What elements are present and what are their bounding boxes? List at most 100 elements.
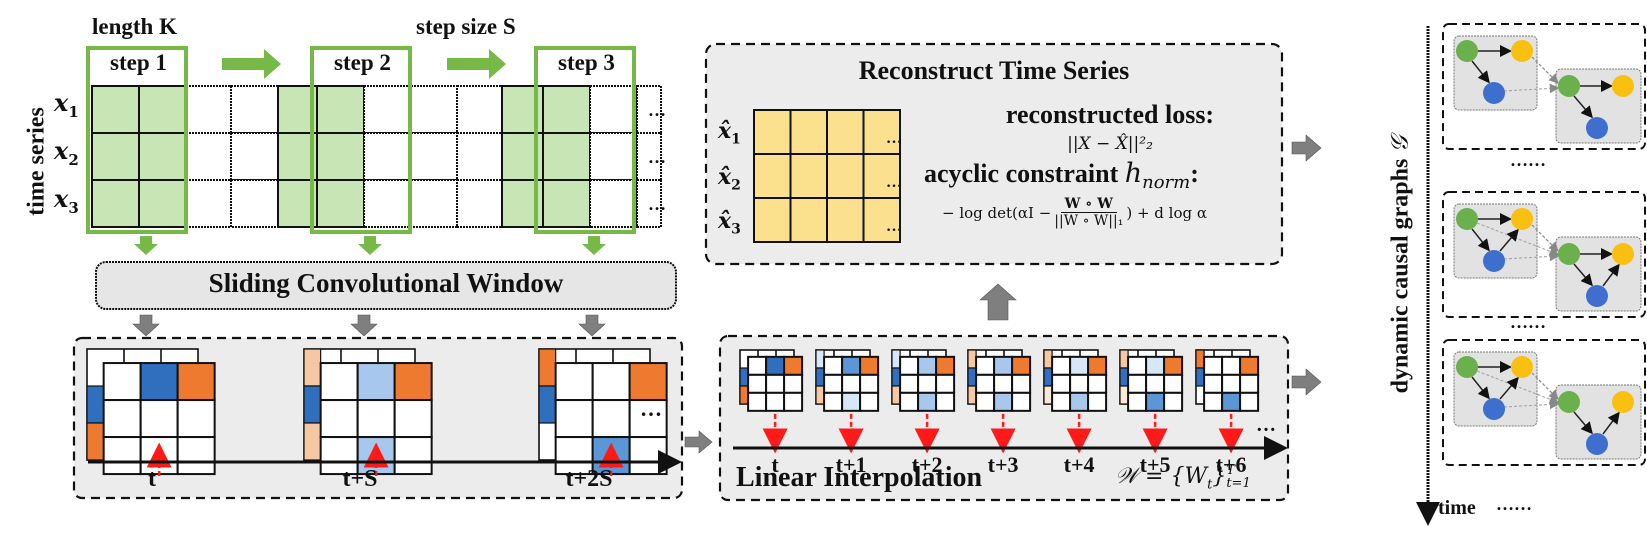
- conv-matrix-0-cell: [176, 436, 216, 476]
- series-label-x3: x3: [54, 184, 79, 217]
- conv-matrix-1-cell: [356, 362, 396, 402]
- input-cell: [138, 179, 187, 228]
- input-cell: [138, 132, 187, 181]
- interp-time-label: t+4: [1063, 452, 1095, 477]
- conv-matrix-2-cell: [554, 362, 594, 402]
- conv-matrix-1-cell: [393, 399, 433, 439]
- input-cell: [316, 132, 365, 181]
- interp-matrix-4-cell: [1051, 391, 1072, 412]
- step-2-label: step 2: [334, 50, 391, 75]
- interp-matrix-0-cell: [765, 355, 786, 376]
- interp-matrix-6-cell: [1239, 373, 1260, 394]
- conv-matrix-1-back-cell: [303, 385, 322, 424]
- interp-matrix-6-cell: [1203, 373, 1224, 394]
- gray-arrow-up-icon: [979, 283, 1017, 321]
- interp-matrix-0-cell: [747, 391, 768, 412]
- constraint-formula: − log det(αI − W ∘ W ||W ∘ W||₁ ) + d lo…: [942, 196, 1207, 229]
- interp-matrix-2-cell: [917, 355, 938, 376]
- length-k-label: length K: [92, 14, 177, 39]
- conv-matrix-0-cell: [139, 399, 179, 439]
- conv-time-label-t: t: [148, 466, 156, 492]
- interp-matrix-1-cell: [859, 355, 880, 376]
- conv-time-label-t-plus-2s: t+2S: [565, 466, 613, 492]
- interp-matrix-6-cell: [1239, 391, 1260, 412]
- node-yellow: [1511, 356, 1533, 378]
- time-label: time: [1438, 497, 1476, 519]
- node-green: [1456, 40, 1478, 62]
- input-cell: [456, 85, 503, 134]
- conv-matrix-0-cell: [102, 436, 142, 476]
- temporal-edge: [1503, 83, 1560, 94]
- interp-matrix-1-cell: [859, 373, 880, 394]
- temporal-edge: [1503, 399, 1560, 410]
- recon-cell: [862, 109, 901, 155]
- temporal-edge: [1503, 251, 1560, 262]
- interp-matrix-4-cell: [1069, 391, 1090, 412]
- gray-arrow-down-icon: [578, 314, 606, 337]
- causal-graphs-vertical-label: dynamic causal graphs 𝒢: [1385, 135, 1414, 394]
- window-frame-step-3: [534, 46, 636, 234]
- conv-matrix-0-cell: [139, 362, 179, 402]
- causal-edge: [1573, 95, 1593, 119]
- gray-arrow-right-icon: [1291, 134, 1322, 162]
- recon-cell: [789, 197, 828, 243]
- recon-cell: [826, 109, 865, 155]
- interp-time-label: t+2: [911, 452, 943, 477]
- green-arrow-right-icon: [222, 49, 281, 79]
- step-1-label: step 1: [110, 50, 167, 75]
- loss-label: reconstructed loss:: [1005, 100, 1215, 129]
- recon-ellipsis-1: …: [886, 130, 902, 147]
- causal-edge: [1471, 228, 1490, 252]
- input-cell: [410, 85, 458, 134]
- node-yellow: [1612, 75, 1634, 97]
- interp-matrix-5-back-cell: [1119, 367, 1129, 387]
- interp-matrix-1-cell: [841, 373, 862, 394]
- input-cell: [363, 179, 412, 228]
- gray-arrow-right-icon: [684, 430, 713, 454]
- interp-matrix-5-cell: [1145, 391, 1166, 412]
- interp-matrix-4-cell: [1051, 355, 1072, 376]
- interp-matrix-1-back-cell: [815, 349, 825, 369]
- conv-matrix-1-cell: [319, 362, 359, 402]
- reconstruct-grid: [753, 109, 901, 243]
- input-cell: [230, 179, 279, 228]
- node-green: [1558, 391, 1580, 413]
- interp-matrix-3-cell: [993, 391, 1014, 412]
- input-cell: [316, 179, 365, 228]
- interp-matrix-3-back-cell: [967, 367, 977, 387]
- sliding-window-title: Sliding Convolutional Window: [208, 268, 564, 298]
- series-label-x2: x2: [54, 136, 79, 169]
- interp-matrix-0-cell: [783, 355, 804, 376]
- interp-matrix-3-cell: [975, 355, 996, 376]
- temporal-edge: [1531, 372, 1559, 400]
- conv-ellipsis: …: [640, 396, 662, 421]
- input-cell: [316, 85, 365, 134]
- interp-matrix-5-cell: [1163, 373, 1184, 394]
- graph-dots-2: ……: [1510, 312, 1546, 332]
- input-cell: [589, 85, 638, 134]
- constraint-label: acyclic constraint hnorm:: [924, 158, 1199, 194]
- window-frame-step-1: [86, 46, 188, 234]
- input-ellipsis-1: …: [648, 100, 666, 120]
- green-arrow-down-icon: [582, 236, 606, 255]
- conv-matrix-1-cell: [319, 436, 359, 476]
- node-yellow: [1612, 243, 1634, 265]
- interp-matrix-0-cell: [783, 391, 804, 412]
- interp-time-label: t+1: [835, 452, 867, 477]
- recon-cell: [826, 153, 865, 199]
- causal-edge: [1602, 411, 1620, 435]
- interp-matrix-6-cell: [1203, 355, 1224, 376]
- interp-matrix-5-cell: [1145, 355, 1166, 376]
- series-label-x1: x1: [54, 88, 79, 121]
- input-cell: [185, 179, 232, 228]
- interpolation-matrices: [739, 349, 1260, 454]
- interp-matrix-6-cell: [1239, 355, 1260, 376]
- conv-matrix-1-cell: [356, 399, 396, 439]
- conv-matrix-0-back-cell: [86, 385, 105, 424]
- input-cell: [542, 132, 591, 181]
- interp-matrix-5-back-cell: [1119, 385, 1129, 405]
- input-cell: [589, 179, 638, 228]
- interp-matrix-4-cell: [1087, 373, 1108, 394]
- node-blue: [1586, 285, 1608, 307]
- recon-label-x2: x̂2: [718, 164, 741, 194]
